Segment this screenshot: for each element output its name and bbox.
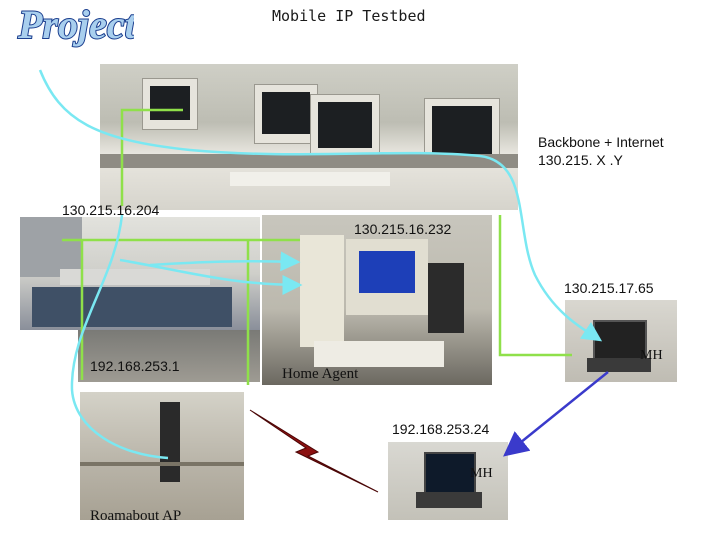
- cyan-link-router-to-ha: [150, 261, 298, 265]
- green-link-router: [122, 110, 183, 206]
- access-point-label: Roamabout AP: [90, 508, 181, 525]
- router-public-ip: 130.215.16.204: [62, 202, 159, 218]
- mobile-host-label-bottom: MH: [470, 466, 493, 482]
- home-agent-ip: 130.215.16.232: [354, 221, 451, 237]
- mobile-host-label-top: MH: [640, 348, 663, 364]
- backbone-label: Backbone + Internet: [538, 134, 664, 150]
- movement-arrow: [505, 372, 608, 455]
- green-link-mh: [500, 215, 572, 355]
- home-agent-label: Home Agent: [282, 366, 358, 383]
- mobile-host-ip-bottom: 192.168.253.24: [392, 421, 489, 437]
- backbone-ip-range: 130.215. X .Y: [538, 152, 623, 168]
- mobile-host-ip-top: 130.215.17.65: [564, 280, 654, 296]
- cyan-link-down-to-ap: [72, 215, 168, 458]
- router-private-ip: 192.168.253.1: [90, 358, 180, 374]
- wireless-lightning-icon: [250, 410, 378, 492]
- cyan-link-to-homeagent: [120, 260, 300, 285]
